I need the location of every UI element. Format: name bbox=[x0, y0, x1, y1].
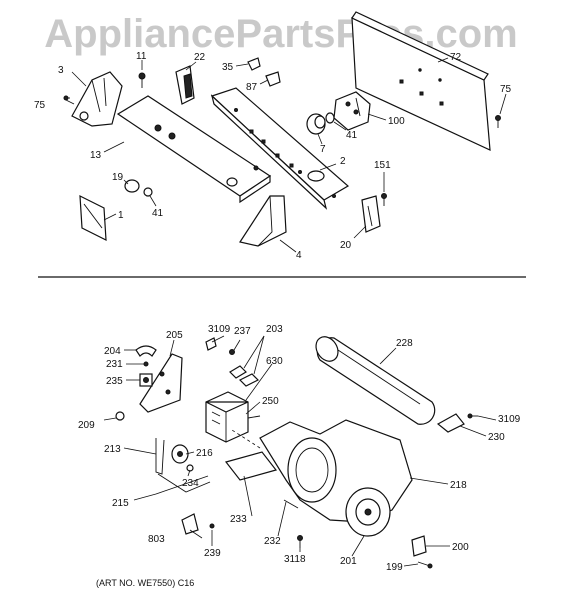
callout-216: 216 bbox=[196, 448, 213, 459]
callout-4: 4 bbox=[296, 250, 302, 261]
part-3-end-cap-left bbox=[71, 71, 123, 127]
callout-230: 230 bbox=[488, 432, 505, 443]
part-75-screw-left bbox=[63, 95, 70, 101]
top-leader-lines bbox=[65, 57, 507, 253]
callout-205: 205 bbox=[166, 330, 183, 341]
bottom-leader-lines bbox=[103, 335, 497, 567]
part-233-motor-mount-plate bbox=[224, 451, 278, 481]
part-35-clip bbox=[247, 57, 261, 71]
callout-239: 239 bbox=[204, 548, 221, 559]
part-151-screw bbox=[381, 193, 387, 206]
watermark: AppliancePartsPros.com bbox=[44, 12, 518, 56]
part-20-end-cap-right bbox=[361, 195, 381, 233]
part-230-thermostat bbox=[436, 413, 465, 433]
part-209-nut bbox=[115, 411, 125, 421]
callout-100: 100 bbox=[388, 116, 405, 127]
part-7-knob bbox=[306, 113, 326, 135]
callout-201: 201 bbox=[340, 556, 357, 567]
part-203-clip-set bbox=[229, 365, 260, 387]
callout-3: 3 bbox=[58, 65, 64, 76]
callout-234: 234 bbox=[182, 478, 199, 489]
part-239-screw bbox=[209, 523, 215, 529]
part-201-blower-wheel bbox=[345, 487, 391, 537]
callout-235: 235 bbox=[106, 376, 123, 387]
part-41-knob-insert-lower bbox=[143, 187, 153, 197]
part-72-backsplash-rear-panel bbox=[351, 11, 491, 151]
callout-199: 199 bbox=[386, 562, 403, 573]
callout-200: 200 bbox=[452, 542, 469, 553]
bottom-callouts: 204 231 235 205 209 213 215 216 234 3109… bbox=[78, 324, 521, 573]
part-216-idler-pulley bbox=[171, 444, 189, 464]
callout-7: 7 bbox=[320, 144, 326, 155]
part-100-timer-switch bbox=[333, 91, 371, 131]
callout-151: 151 bbox=[374, 160, 391, 171]
callout-233: 233 bbox=[230, 514, 247, 525]
callout-41-upper: 41 bbox=[346, 130, 358, 141]
callout-75-left: 75 bbox=[34, 100, 46, 111]
part-231-screw bbox=[143, 361, 149, 367]
callout-1: 1 bbox=[118, 210, 124, 221]
part-199-screw bbox=[417, 561, 433, 569]
part-75-screw-right bbox=[495, 115, 501, 128]
part-235-switch bbox=[139, 373, 153, 387]
callout-232: 232 bbox=[264, 536, 281, 547]
part-19-knob bbox=[124, 179, 140, 193]
callout-803: 803 bbox=[148, 534, 165, 545]
part-803-bracket bbox=[181, 513, 199, 535]
callout-11: 11 bbox=[136, 51, 147, 62]
part-205-mounting-bracket bbox=[139, 353, 183, 413]
callout-3118: 3118 bbox=[284, 554, 306, 565]
callout-3109-right: 3109 bbox=[498, 414, 521, 425]
callout-72: 72 bbox=[450, 52, 462, 63]
part-213-215-wire-rod bbox=[155, 438, 211, 495]
callout-231: 231 bbox=[106, 359, 123, 370]
callout-22: 22 bbox=[194, 52, 206, 63]
callout-20: 20 bbox=[340, 240, 352, 251]
callout-213: 213 bbox=[104, 444, 121, 455]
part-1-label-card bbox=[79, 194, 107, 242]
callout-237: 237 bbox=[234, 326, 251, 337]
part-11-screw bbox=[138, 72, 146, 88]
part-2-control-panel-frame bbox=[210, 87, 350, 210]
part-237-screw bbox=[229, 349, 235, 355]
callout-215: 215 bbox=[112, 498, 129, 509]
callout-2: 2 bbox=[340, 156, 346, 167]
part-22-switch-bracket bbox=[175, 65, 195, 105]
callout-228: 228 bbox=[396, 338, 413, 349]
part-3109-screw-left bbox=[205, 337, 217, 351]
callout-13: 13 bbox=[90, 150, 102, 161]
part-13-control-panel bbox=[116, 95, 272, 204]
part-250-drive-motor bbox=[205, 391, 261, 443]
part-3109-screw-right bbox=[467, 413, 478, 419]
part-4-bracket bbox=[239, 195, 287, 247]
part-200-clamp bbox=[411, 535, 427, 557]
part-204-clamp bbox=[135, 345, 157, 357]
callout-209: 209 bbox=[78, 420, 95, 431]
art-number-caption: (ART NO. WE7550) C16 bbox=[96, 578, 194, 588]
callout-250: 250 bbox=[262, 396, 279, 407]
callout-204: 204 bbox=[104, 346, 121, 357]
callout-41-lower: 41 bbox=[152, 208, 164, 219]
part-41-knob-insert-upper bbox=[325, 112, 335, 124]
callout-630: 630 bbox=[266, 356, 283, 367]
callout-3109-left: 3109 bbox=[208, 324, 231, 335]
top-callouts: 3 75 11 13 22 35 87 72 75 100 41 7 2 151… bbox=[34, 51, 512, 261]
part-87-clip bbox=[265, 71, 281, 87]
callout-203: 203 bbox=[266, 324, 283, 335]
callout-75-right: 75 bbox=[500, 84, 512, 95]
part-3118-screw bbox=[297, 535, 303, 548]
callout-218: 218 bbox=[450, 480, 467, 491]
callout-87: 87 bbox=[246, 82, 258, 93]
part-228-exhaust-duct bbox=[315, 336, 436, 425]
part-232-shaft-screw bbox=[283, 499, 299, 509]
callout-35: 35 bbox=[222, 62, 234, 73]
callout-19: 19 bbox=[112, 172, 124, 183]
